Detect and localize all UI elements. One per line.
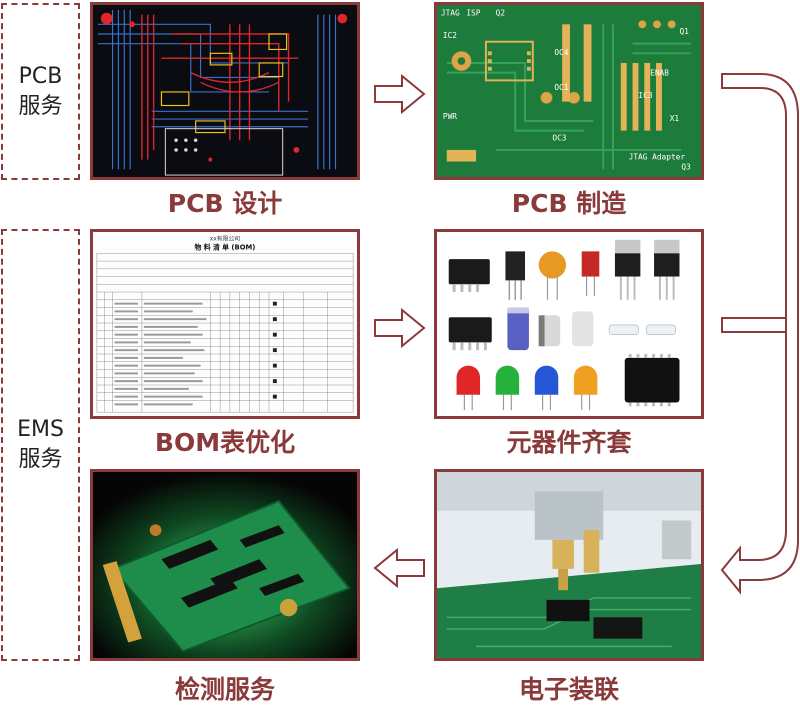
board-label: X1 (670, 114, 680, 123)
board-label: OC1 (554, 83, 568, 92)
components-image (434, 229, 704, 419)
arrow-left-icon (373, 547, 425, 589)
board-label: JTAG (441, 9, 460, 18)
caption-components: 元器件齐套 (506, 428, 632, 457)
bom-company: xx有限公司 (210, 235, 241, 243)
flow-branch (721, 317, 787, 333)
caption-pcb-design: PCB 设计 (167, 189, 283, 218)
caption-pcb-manufacturing: PCB 制造 (511, 189, 627, 218)
bom-sheet-image: xx有限公司 物 料 清 单 (BOM) (90, 229, 360, 419)
board-label: IC3 (638, 91, 652, 100)
inspection-image (90, 469, 360, 661)
pcb-service-group: PCB 服务 (1, 3, 80, 180)
ems-service-label: EMS 服务 (17, 417, 64, 472)
caption-bom: BOM表优化 (154, 428, 296, 457)
board-label: ENAB (650, 69, 669, 78)
board-label: OC3 (552, 133, 566, 142)
board-label: ISP (466, 9, 480, 18)
caption-assembly: 电子装联 (518, 675, 619, 704)
board-label: JTAG Adapter (629, 153, 686, 162)
arrow-right-icon (374, 73, 426, 115)
pcb-service-label: PCB 服务 (18, 63, 63, 119)
board-label: OC4 (554, 48, 568, 57)
board-label: IC2 (443, 31, 457, 40)
pcb-manufacturing-image: JTAG ISP Q2 IC2 OC4 OC1 PWR ENAB IC3 OC3… (434, 2, 704, 180)
board-label: Q1 (679, 27, 689, 36)
flow-curve-band (720, 73, 799, 595)
board-label: Q2 (496, 9, 506, 18)
arrow-right-icon (374, 307, 426, 349)
board-label: Q3 (681, 162, 691, 171)
ems-service-group: EMS 服务 (1, 229, 80, 661)
board-label: PWR (443, 112, 457, 121)
pcb-design-image (90, 2, 360, 180)
caption-inspection: 检测服务 (174, 675, 275, 704)
assembly-image (434, 469, 704, 661)
bom-title: 物 料 清 单 (BOM) (195, 242, 256, 251)
